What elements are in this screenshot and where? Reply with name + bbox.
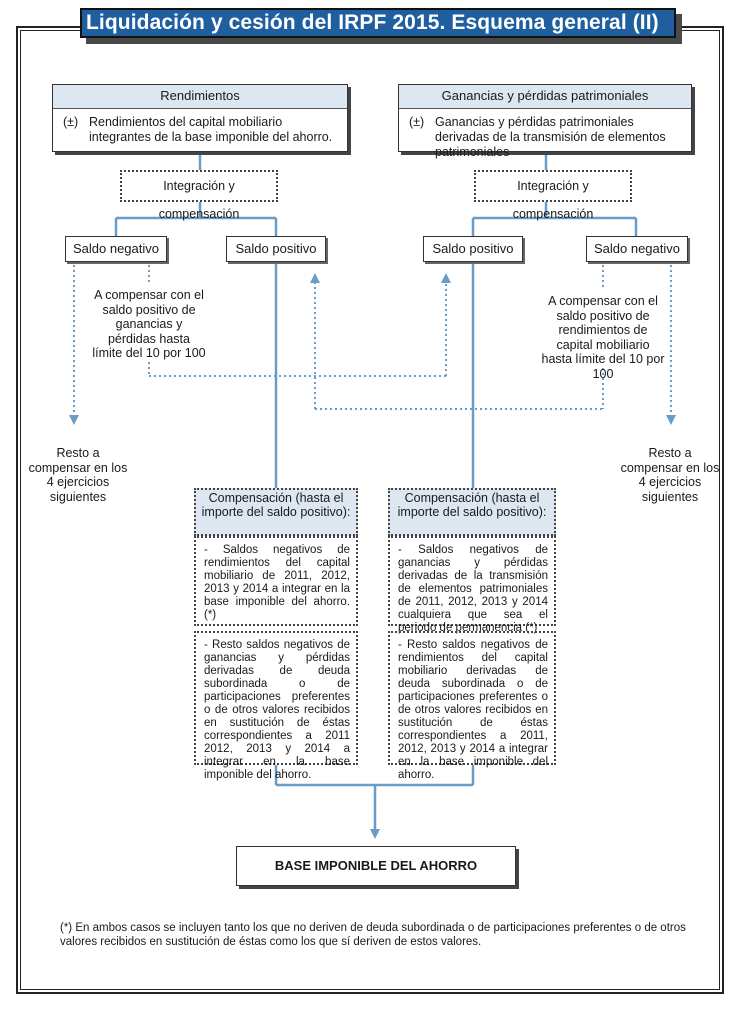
saldo-positivo-left: Saldo positivo [226,236,326,262]
base-imponible-box: BASE IMPONIBLE DEL AHORRO [236,846,516,886]
compensate-note-right: A compensar con el saldo positivo de ren… [541,294,665,381]
ganancias-header: Ganancias y pérdidas patrimoniales [399,85,691,109]
page-title: Liquidación y cesión del IRPF 2015. Esqu… [80,8,676,38]
rendimientos-box: Rendimientos (±) Rendimientos del capita… [52,84,348,152]
ganancias-box: Ganancias y pérdidas patrimoniales (±) G… [398,84,692,159]
integration-box-right: Integración y compensación [474,170,632,221]
compensation-item-right-1: - Saldos negativos de ganancias y pérdid… [388,536,556,634]
compensation-item-left-2: - Resto saldos negativos de ganancias y … [194,631,358,781]
remainder-note-left: Resto a compensar en los 4 ejercicios si… [28,446,128,504]
rendimientos-description: Rendimientos del capital mobiliario inte… [89,115,333,144]
compensation-item-right-2: - Resto saldos negativos de rendimientos… [388,631,556,781]
saldo-positivo-right: Saldo positivo [423,236,523,262]
saldo-negativo-left: Saldo negativo [65,236,167,262]
compensation-header-left: Compensación (hasta el importe del saldo… [194,488,358,536]
compensation-header-right: Compensación (hasta el importe del saldo… [388,488,556,536]
plus-minus-sign: (±) [409,115,425,129]
rendimientos-header: Rendimientos [53,85,347,109]
compensate-note-left: A compensar con el saldo positivo de gan… [92,288,206,360]
integration-box-left: Integración y compensación [120,170,278,221]
plus-minus-sign: (±) [63,115,79,129]
footnote: (*) En ambos casos se incluyen tanto los… [60,922,686,948]
compensation-item-left-1: - Saldos negativos de rendimientos del c… [194,536,358,626]
ganancias-description: Ganancias y pérdidas patrimoniales deriv… [435,115,666,159]
saldo-negativo-right: Saldo negativo [586,236,688,262]
remainder-note-right: Resto a compensar en los 4 ejercicios si… [620,446,720,504]
